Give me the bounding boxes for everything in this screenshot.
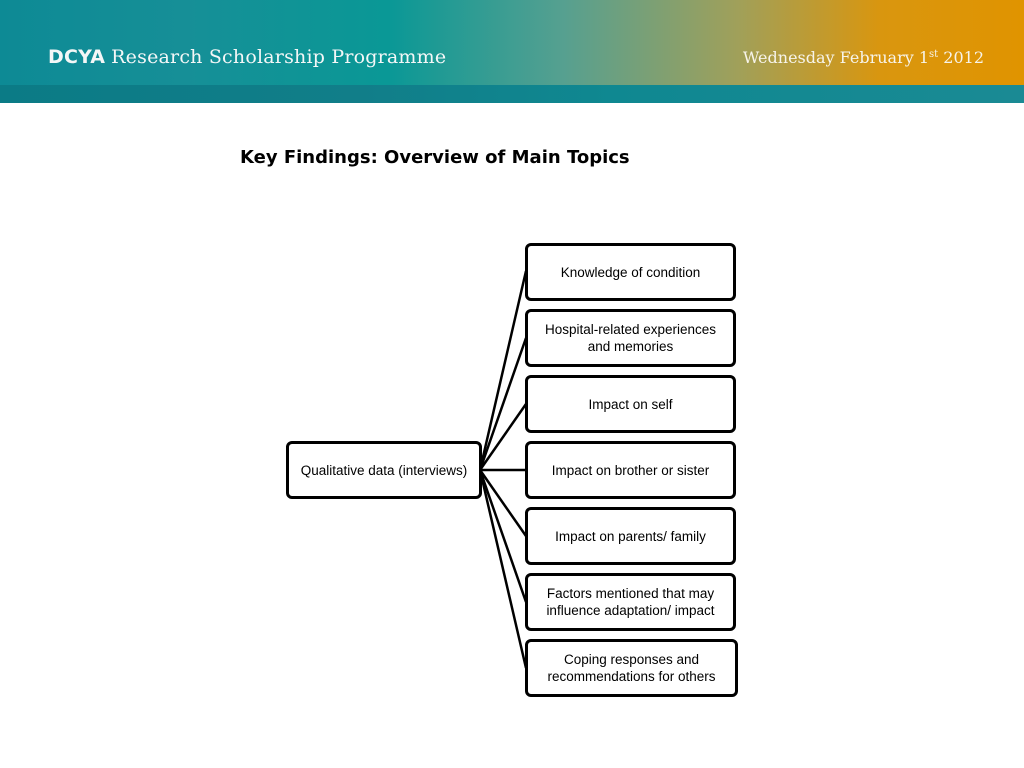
date-main: Wednesday February 1 (742, 48, 930, 67)
date-suffix: st (929, 49, 939, 60)
connector-1 (478, 270, 528, 471)
topic-knowledge-of-condition: Knowledge of condition (525, 243, 736, 301)
connector-5 (478, 469, 528, 537)
topic-coping-responses: Coping responses and recommendations for… (525, 639, 738, 697)
connector-2 (478, 337, 528, 471)
org-name: DCYA (48, 46, 106, 68)
root-node: Qualitative data (interviews) (286, 441, 482, 499)
programme-name: Research Scholarship Programme (111, 46, 447, 68)
connector-3 (478, 403, 528, 471)
date-year: 2012 (943, 48, 984, 67)
connector-6 (478, 469, 528, 603)
topic-impact-on-family: Impact on parents/ family (525, 507, 736, 565)
topic-hospital-experiences: Hospital-related experiences and memorie… (525, 309, 736, 367)
topic-impact-on-self: Impact on self (525, 375, 736, 433)
slide-title: Key Findings: Overview of Main Topics (240, 147, 630, 168)
event-date: Wednesday February 1st 2012 (743, 48, 984, 67)
topic-influencing-factors: Factors mentioned that may influence ada… (525, 573, 736, 631)
connector-7 (478, 469, 528, 669)
topic-impact-on-sibling: Impact on brother or sister (525, 441, 736, 499)
